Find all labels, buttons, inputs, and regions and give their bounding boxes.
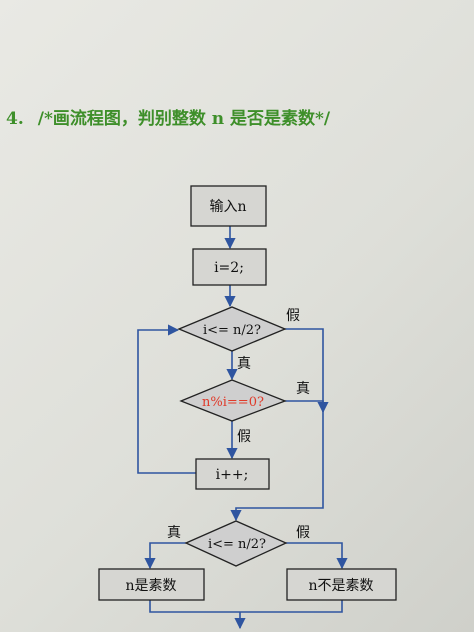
node-prime-label: n是素数 (125, 578, 176, 594)
node-cond1-label: i<= n/2? (203, 323, 261, 338)
edge-label-cond3-yes: 真 (167, 525, 181, 541)
edge-loop-back (137, 324, 196, 474)
heading-number: 4. (6, 109, 24, 129)
node-cond1: i<= n/2? (177, 306, 287, 352)
edge-cond3-no (286, 542, 348, 570)
edge-label-cond3-no: 假 (296, 525, 310, 541)
heading-text: /*画流程图，判别整数 n 是否是素数*/ (37, 109, 331, 129)
edge-label-cond2-yes: 真 (296, 381, 310, 397)
edge-cond2-yes (285, 400, 329, 414)
edge-label-cond1-no: 假 (286, 308, 300, 324)
node-cond2: n%i==0? (179, 379, 287, 422)
edge-merge-cond3 (230, 505, 324, 522)
edge-cond1-no (285, 328, 324, 505)
edge-label-cond2-no: 假 (237, 429, 251, 445)
flow-edges (137, 226, 348, 630)
node-input-label: 输入n (209, 199, 246, 215)
node-increment: i++; (195, 458, 270, 490)
node-init: i=2; (192, 248, 267, 286)
edge-cond3-yes (144, 542, 186, 570)
node-prime: n是素数 (98, 568, 205, 601)
node-not-prime-label: n不是素数 (308, 578, 373, 594)
edge-prime-end (149, 600, 343, 613)
edge-label-cond1-yes: 真 (237, 356, 251, 372)
node-not-prime: n不是素数 (286, 568, 397, 601)
node-input: 输入n (190, 185, 267, 227)
node-increment-label: i++; (216, 467, 249, 483)
diagram-heading: 4. /*画流程图，判别整数 n 是否是素数*/ (6, 104, 330, 129)
node-cond2-label: n%i==0? (202, 395, 264, 410)
node-init-label: i=2; (214, 260, 244, 276)
node-cond3: i<= n/2? (184, 520, 288, 567)
node-cond3-label: i<= n/2? (208, 537, 266, 552)
